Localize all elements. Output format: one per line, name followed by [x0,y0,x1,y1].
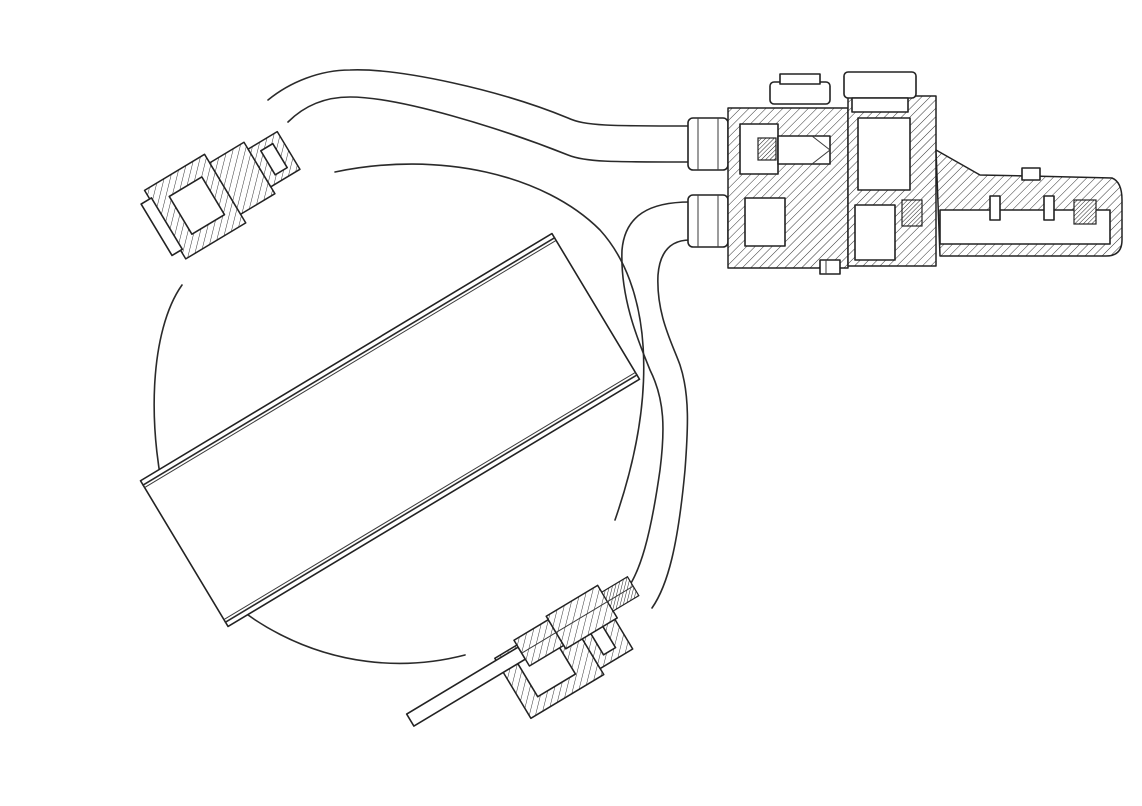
outlet-stem [405,575,640,727]
upper-tube [267,69,691,163]
top-end-fitting [140,130,301,260]
lower-union-nut [687,194,729,248]
upper-union-nut [687,117,729,171]
inner-cylinder [139,232,641,628]
lower-tube [621,201,691,609]
manifold-block [727,71,1123,275]
